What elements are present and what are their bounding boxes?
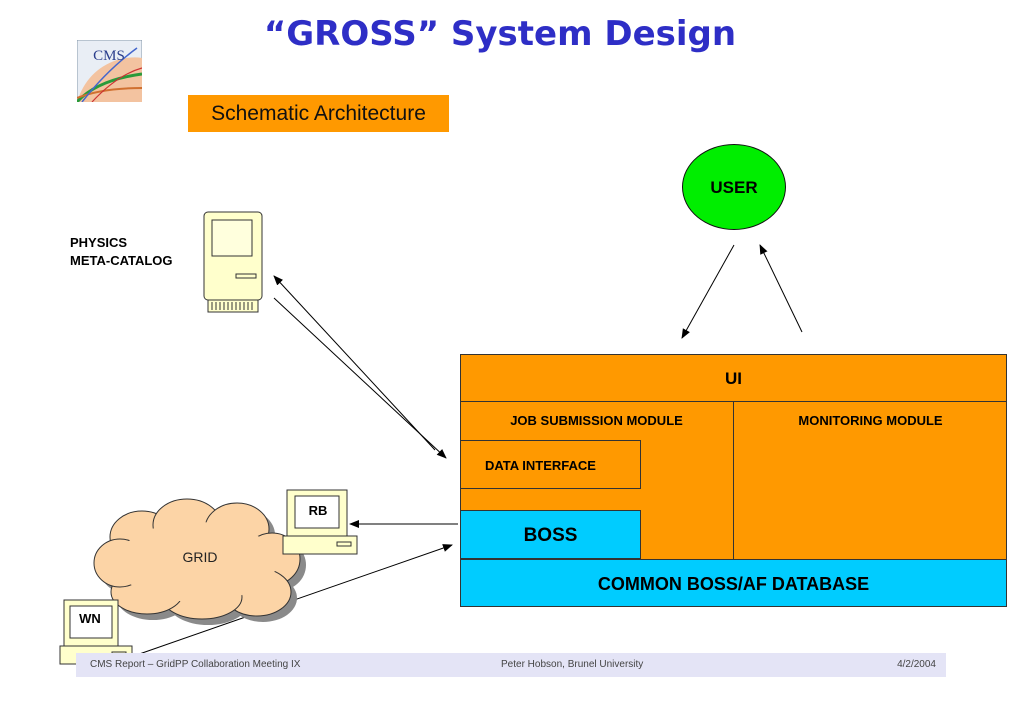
monitoring-module: MONITORING MODULE: [798, 413, 943, 428]
catalog-label-line1: PHYSICS: [70, 235, 128, 250]
catalog-computer-icon: [203, 211, 263, 313]
arrow-from-catalog: [273, 297, 447, 459]
module-divider: [733, 401, 734, 559]
footer-left: CMS Report – GridPP Collaboration Meetin…: [90, 659, 301, 670]
boss-box: BOSS: [460, 510, 641, 559]
arrow-ui-to-user: [759, 244, 803, 333]
wn-label: WN: [79, 611, 101, 626]
logo-text: CMS: [93, 48, 125, 64]
slide-footer: CMS Report – GridPP Collaboration Meetin…: [76, 653, 946, 677]
arrow-to-catalog: [273, 275, 436, 451]
footer-center: Peter Hobson, Brunel University: [501, 659, 644, 670]
ui-layer: UI: [460, 354, 1007, 402]
user-node: USER: [682, 144, 786, 230]
grid-label: GRID: [182, 549, 218, 565]
footer-right: 4/2/2004: [897, 659, 936, 670]
catalog-label: PHYSICS META-CATALOG: [70, 234, 173, 270]
rb-computer-icon: [282, 489, 358, 555]
rb-label: RB: [308, 503, 328, 518]
schematic-label: Schematic Architecture: [188, 95, 449, 132]
catalog-label-line2: META-CATALOG: [70, 253, 173, 268]
data-interface-box: DATA INTERFACE: [460, 440, 641, 489]
arrow-user-to-ui: [681, 244, 735, 339]
slide-title: “GROSS” System Design: [263, 14, 737, 54]
cms-logo: CMS: [77, 40, 142, 102]
job-submission-module: JOB SUBMISSION MODULE: [510, 413, 683, 428]
database-layer: COMMON BOSS/AF DATABASE: [460, 559, 1007, 607]
grid-cloud-icon: [93, 498, 306, 625]
